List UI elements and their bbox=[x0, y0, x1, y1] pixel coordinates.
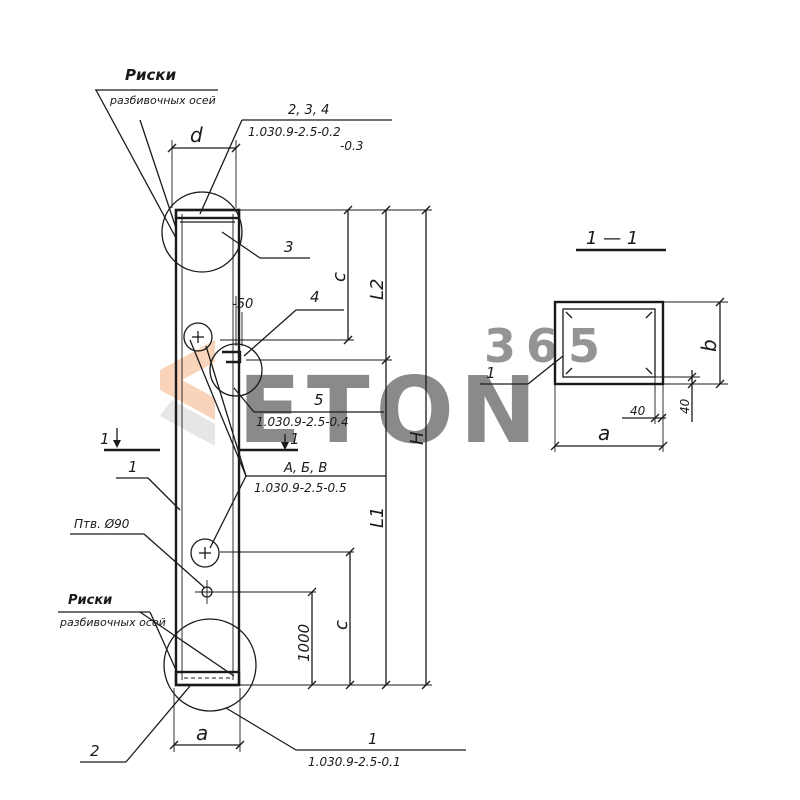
watermark-text: ETON bbox=[238, 357, 543, 464]
section-dim-40-vertical: 40 bbox=[678, 398, 692, 414]
callout-pos-1-left: 1 bbox=[128, 458, 138, 476]
watermark-logo-icon bbox=[160, 340, 215, 420]
dim-H: H bbox=[407, 431, 428, 445]
callout-pos-4: 4 bbox=[310, 288, 320, 306]
bottom-risks-title: Риски bbox=[68, 593, 112, 608]
callout-ref-5: 1.030.9-2.5-0.4 bbox=[256, 415, 349, 429]
callout-ref2-234: -0.3 bbox=[340, 139, 363, 153]
section-dim-a: a bbox=[598, 421, 610, 445]
section-1-1: 1 — 1 1 b 40 40 bbox=[480, 228, 728, 452]
callout-ref-234: 1.030.9-2.5-0.2 bbox=[248, 125, 341, 139]
section-pos-1: 1 bbox=[486, 364, 496, 382]
base-plate bbox=[174, 670, 241, 687]
marking-circle-upper bbox=[183, 322, 213, 352]
dim-d: d bbox=[190, 123, 203, 147]
dim-1000: 1000 bbox=[295, 624, 313, 662]
column-outline bbox=[174, 208, 241, 687]
section-title: 1 — 1 bbox=[586, 228, 638, 249]
watermark: 365 ETON bbox=[160, 319, 610, 464]
section-outer-tube bbox=[553, 300, 665, 386]
section-inner-tube bbox=[562, 308, 656, 378]
marking-circle-lower bbox=[190, 538, 220, 568]
callout-pos-5: 5 bbox=[314, 391, 324, 409]
dim-L2: L2 bbox=[367, 279, 388, 300]
callout-ref-1-bottom: 1.030.9-2.5-0.1 bbox=[308, 755, 401, 769]
section-mark-left: 1 bbox=[100, 430, 110, 448]
dim-L1: L1 bbox=[367, 507, 388, 528]
top-cap-plate bbox=[174, 208, 241, 220]
bottom-detail-circle bbox=[163, 618, 257, 712]
section-dim-b: b bbox=[697, 339, 721, 352]
dim-50: -50 bbox=[232, 297, 253, 312]
dim-c-upper: c bbox=[329, 272, 350, 282]
callout-ref-abv: 1.030.9-2.5-0.5 bbox=[254, 481, 347, 495]
callout-pos-1-bottom: 1 bbox=[368, 730, 378, 748]
column-elevation: d a c L2 L1 bbox=[58, 66, 466, 769]
dim-c-lower: c bbox=[331, 620, 352, 630]
top-risks-title: Риски bbox=[125, 66, 177, 84]
section-mark-right: 1 bbox=[290, 430, 300, 448]
top-detail-circle bbox=[161, 191, 243, 273]
watermark-number: 365 bbox=[484, 319, 610, 373]
bottom-risks-subtitle: разбивочных осей bbox=[59, 616, 166, 629]
callout-pos-3: 3 bbox=[284, 238, 294, 256]
hole-label: Птв. Ø90 bbox=[74, 517, 130, 531]
callout-pos-234: 2, 3, 4 bbox=[288, 103, 329, 118]
callout-pos-abv: А, Б, В bbox=[283, 461, 327, 476]
callout-pos-2: 2 bbox=[90, 742, 100, 760]
section-dim-40-horizontal: 40 bbox=[630, 404, 646, 418]
dim-a: a bbox=[196, 721, 208, 745]
top-risks-subtitle: разбивочных осей bbox=[109, 94, 216, 107]
